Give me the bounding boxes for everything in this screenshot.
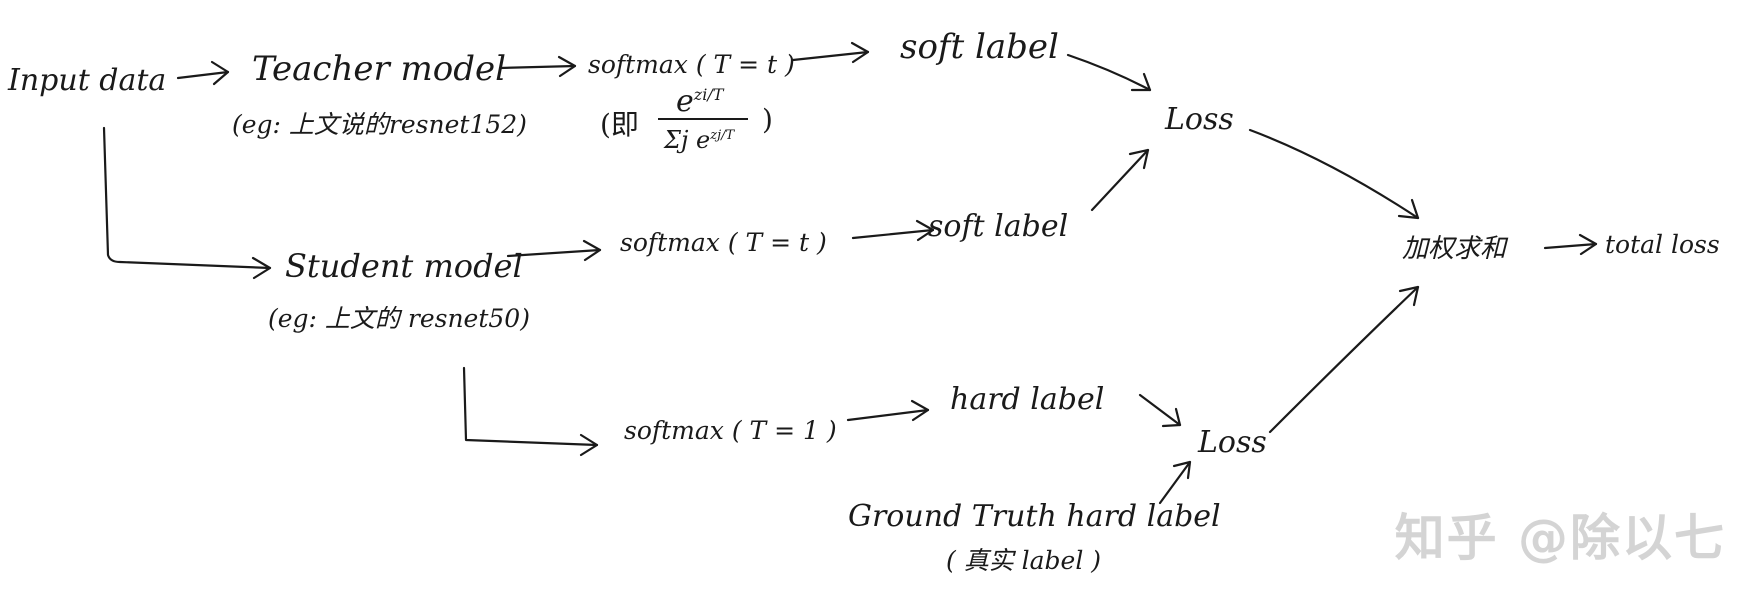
arrow-weighted-sum-to-total-loss	[1543, 233, 1598, 256]
zhihu-watermark: 知乎 @除以七	[1394, 509, 1726, 567]
formula-denominator: Σj ezj/T	[664, 126, 735, 154]
arrow-softmax-t-to-softlabel	[851, 219, 935, 242]
teacher-model-note: (eg: 上文说的resnet152)	[232, 110, 527, 139]
arrow-softmax-1-to-hardlabel	[846, 399, 930, 422]
formula-fraction-bar	[658, 118, 748, 120]
teacher-softmax-node: softmax ( T = t )	[588, 50, 795, 79]
ground-truth-note: ( 真实 label )	[946, 546, 1102, 575]
arrow-student-softlabel-to-loss-top	[1090, 148, 1150, 212]
arrow-student-to-softmax-t	[506, 239, 602, 262]
arrow-groundtruth-to-loss-bottom	[1158, 460, 1192, 505]
formula-numerator: ezi/T	[676, 84, 724, 119]
student-model-node: Student model	[285, 247, 523, 285]
formula-close-paren: )	[762, 103, 773, 136]
softmax-formula: ezi/T Σj ezj/T	[658, 84, 750, 164]
student-soft-label-node: soft label	[928, 209, 1069, 244]
arrow-input-to-teacher	[176, 60, 230, 86]
ground-truth-node: Ground Truth hard label	[848, 499, 1221, 534]
hard-label-node: hard label	[950, 382, 1105, 417]
arrow-loss-top-to-weighted-sum	[1248, 128, 1420, 220]
loss-bottom-node: Loss	[1198, 425, 1267, 460]
teacher-model-node: Teacher model	[252, 49, 507, 89]
total-loss-node: total loss	[1605, 230, 1720, 259]
arrow-softmax-to-softlabel-top	[791, 41, 870, 64]
weighted-sum-node: 加权求和	[1402, 234, 1507, 264]
student-softmax-1-node: softmax ( T = 1 )	[624, 416, 837, 445]
arrow-hardlabel-to-loss-bottom	[1138, 393, 1182, 428]
loss-top-node: Loss	[1165, 102, 1234, 137]
arrow-teacher-to-softmax	[498, 55, 577, 78]
arrow-loss-bottom-to-weighted-sum	[1268, 285, 1420, 434]
arrow-student-to-softmax-1	[462, 366, 599, 457]
arrow-softlabel-to-loss-top	[1066, 53, 1152, 92]
student-softmax-t-node: softmax ( T = t )	[620, 228, 827, 257]
arrow-input-to-student	[102, 126, 272, 280]
teacher-soft-label-node: soft label	[900, 27, 1059, 67]
formula-open-paren: (即	[600, 108, 639, 141]
input-data-node: Input data	[8, 63, 167, 98]
student-model-note: (eg: 上文的 resnet50)	[268, 304, 530, 333]
